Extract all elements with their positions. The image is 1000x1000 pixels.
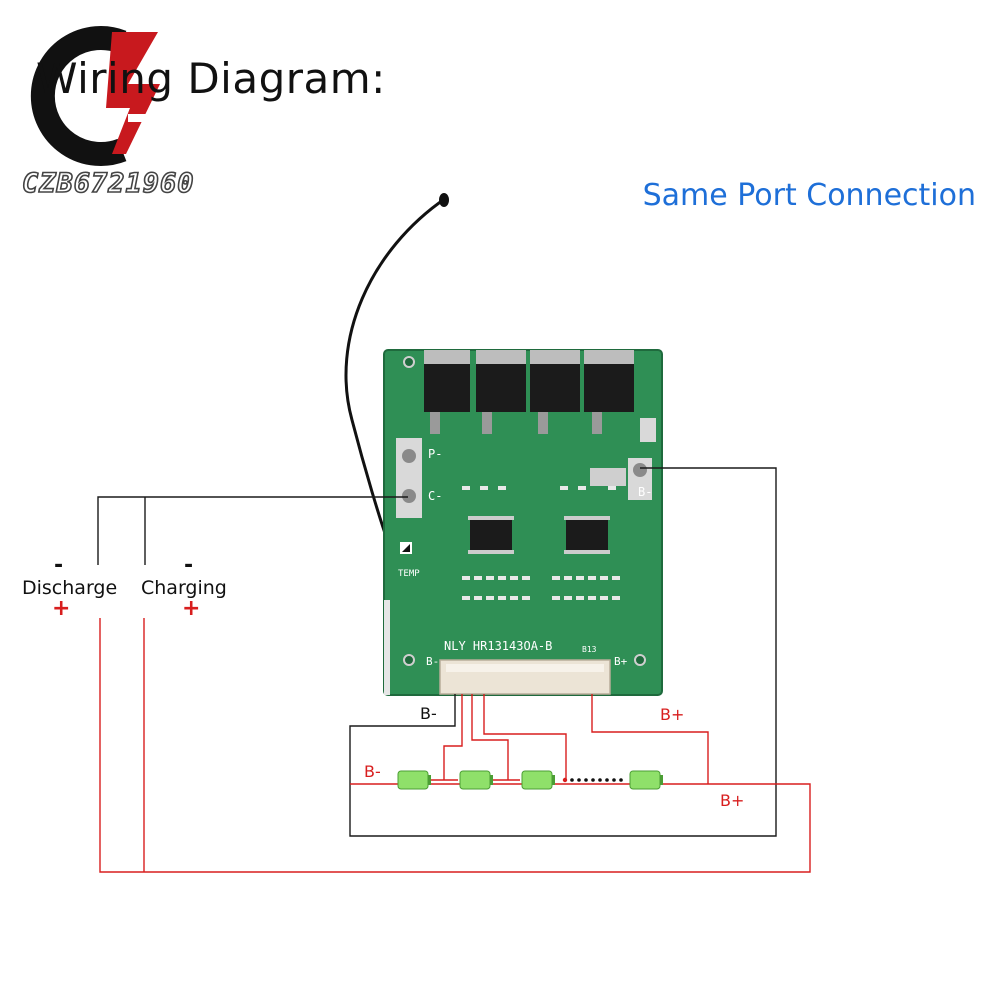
charging-minus-sign: - <box>184 553 194 578</box>
battery-cell-2 <box>459 770 493 790</box>
b-plus-top-label: B+ <box>660 705 685 724</box>
pcb-connector-b-plus: B+ <box>614 655 628 668</box>
discharge-plus-sign: + <box>52 596 71 621</box>
series-continuation-dots <box>570 778 623 782</box>
discharge-label: Discharge <box>22 577 118 599</box>
pcb-connector-b-minus: B- <box>426 655 439 668</box>
charging-label: Charging <box>141 577 227 599</box>
battery-cell-3 <box>521 770 555 790</box>
pcb-port-b-label: B- <box>638 485 652 499</box>
bms-pcb: P- C- B- TEMP NLY HR13143OA-B B- B+ B13 <box>383 349 663 696</box>
temperature-probe-wire <box>344 196 447 549</box>
pcb-connector-b13: B13 <box>582 645 597 654</box>
black-wires <box>97 467 777 837</box>
mosfet-row <box>424 350 634 434</box>
battery-string <box>397 770 663 790</box>
b-minus-red-label: B- <box>364 762 381 781</box>
temperature-probe-head <box>439 193 449 207</box>
page-title: Wiring Diagram: <box>36 54 386 103</box>
battery-cell-1 <box>397 770 431 790</box>
b-minus-black-label: B- <box>420 704 437 723</box>
pcb-temp-label: TEMP <box>398 569 420 579</box>
connection-type-label: Same Port Connection <box>642 178 976 213</box>
watermark-text: CZB6721960 <box>21 167 195 200</box>
discharge-minus-sign: - <box>54 553 64 578</box>
pcb-port-p-label: P- <box>428 447 442 461</box>
battery-cell-n <box>629 770 663 790</box>
pcb-port-c-label: C- <box>428 489 442 503</box>
pcb-model-label: NLY HR13143OA-B <box>444 639 552 653</box>
brand-logo <box>30 26 162 166</box>
charging-plus-sign: + <box>182 596 201 621</box>
b-plus-bottom-label: B+ <box>720 791 745 810</box>
